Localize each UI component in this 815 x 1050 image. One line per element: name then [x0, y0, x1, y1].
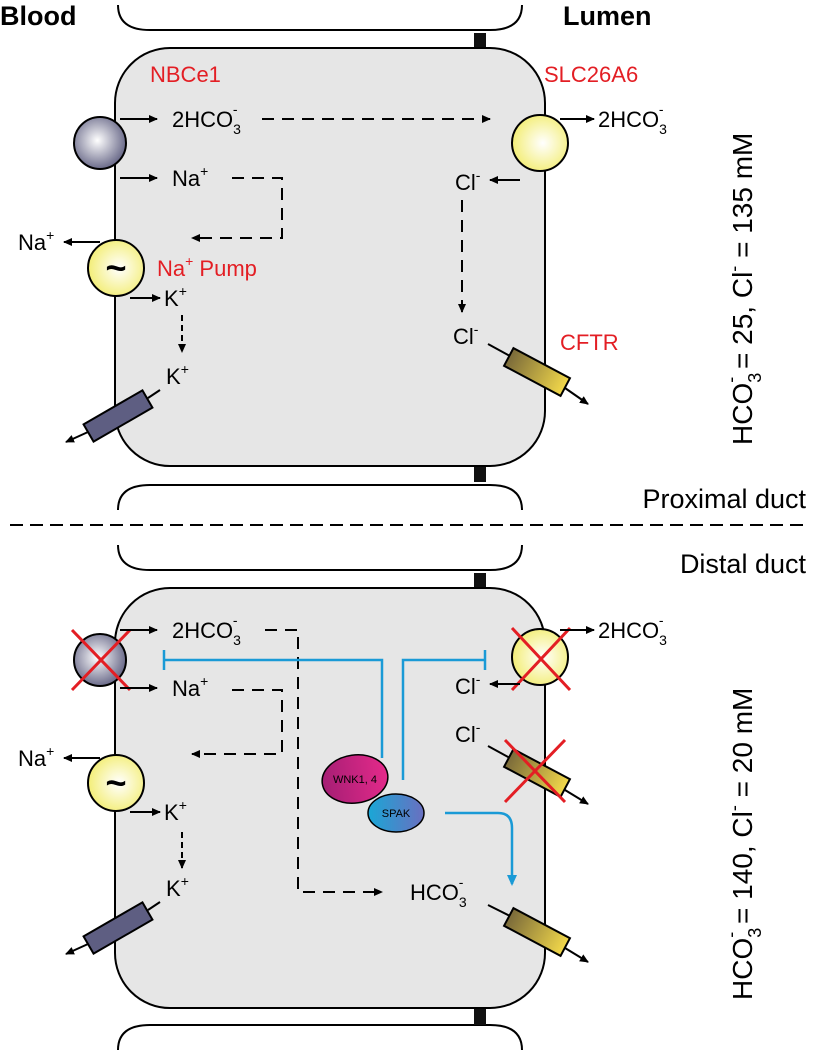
nbce1-transporter [73, 116, 127, 170]
k-channel-distal [82, 900, 154, 956]
cl2-label-distal: Cl- [455, 719, 481, 747]
na-pump-distal [87, 754, 145, 812]
upper-neighbor-cell-distal [117, 544, 523, 571]
k2-label: K+ [166, 361, 189, 389]
cftr-in-line-distal [487, 745, 511, 759]
cftr-out-arrow [564, 387, 589, 405]
lower-neighbor-cell [117, 484, 523, 511]
k2-label-distal: K+ [166, 873, 189, 901]
spak-activate-cftr-arrow [445, 811, 517, 886]
distal-concentration: HCO3- = 140, Cl- = 20 mM [721, 688, 765, 1000]
proximal-concentration: HCO3- = 25, Cl- = 135 mM [721, 133, 765, 445]
hco3-in-label: 2HCO3- [172, 101, 241, 137]
hco3-in-label-distal: 2HCO3- [172, 612, 241, 648]
cftr-hco3-out-arrow [564, 947, 589, 963]
pump-tilde-icon-distal: ~ [105, 762, 126, 803]
nbce1-inhibited-cross-line [70, 628, 132, 692]
hco3-out-label-distal: 2HCO3- [598, 612, 667, 648]
k-channel [82, 388, 154, 444]
wnk-inhibit-slc26a6-line [401, 658, 485, 780]
cftr-label: CFTR [560, 330, 619, 355]
na-out-label: Na+ [18, 227, 54, 255]
cftr-cl-inhibited-cross-line [503, 738, 567, 804]
cl-in-label-distal: Cl- [455, 671, 481, 699]
distal-duct-label: Distal duct [680, 549, 807, 579]
wnk-label: WNK1, 4 [333, 774, 377, 786]
k-channel-in-line-distal [147, 901, 161, 911]
tight-junction-top [474, 33, 486, 51]
hco3-transcellular-arrow-distal [265, 629, 383, 896]
cftr-hco3-in-line [487, 904, 511, 917]
na-in-label-distal: Na+ [172, 673, 208, 701]
lower-neighbor-cell-distal [117, 1024, 523, 1050]
slc26a6-inhibited-cross-line [510, 626, 572, 692]
cftr-hco3-channel [502, 906, 572, 958]
wnk-inhibit-nbce1-line [164, 658, 384, 758]
tight-junction-bottom [474, 464, 486, 482]
upper-neighbor-cell [117, 4, 523, 31]
cl-in-label: Cl- [455, 167, 481, 195]
k-in-label: K+ [164, 283, 187, 311]
slc26a6-transporter [511, 114, 569, 172]
wnk-kinase [321, 754, 389, 804]
k-in-label-distal: K+ [164, 797, 187, 825]
k-out-arrow [65, 431, 89, 443]
proximal-duct-label: Proximal duct [642, 484, 806, 514]
cftr-out-arrow-distal [564, 789, 589, 805]
k-channel-in-line [147, 389, 161, 399]
hco3-lumen-label: HCO3- [410, 874, 467, 910]
cl2-label: Cl- [453, 321, 479, 349]
na-to-pump-arrow-distal [191, 689, 283, 758]
na-to-pump-arrow [191, 177, 283, 242]
lumen-label: Lumen [563, 1, 652, 31]
na-pump-label: Na+ Pump [157, 253, 257, 281]
nbce1-label: NBCe1 [150, 62, 221, 87]
hco3-out-label: 2HCO3- [598, 101, 667, 137]
spak-kinase [367, 793, 425, 833]
na-in-label: Na+ [172, 163, 208, 191]
k-out-arrow-distal [65, 943, 89, 955]
cftr-in-line [487, 343, 511, 357]
na-out-label-distal: Na+ [18, 743, 54, 771]
blood-label: Blood [0, 1, 76, 31]
cftr-channel [502, 346, 572, 398]
proximal-cell [114, 4, 546, 511]
tight-junction-top-distal [474, 573, 486, 591]
slc26a6-label: SLC26A6 [544, 62, 638, 87]
pump-tilde-icon: ~ [105, 247, 126, 288]
tight-junction-bottom-distal [474, 1007, 486, 1025]
spak-label: SPAK [382, 808, 411, 820]
distal-cell [114, 544, 546, 1050]
na-pump [87, 239, 145, 297]
